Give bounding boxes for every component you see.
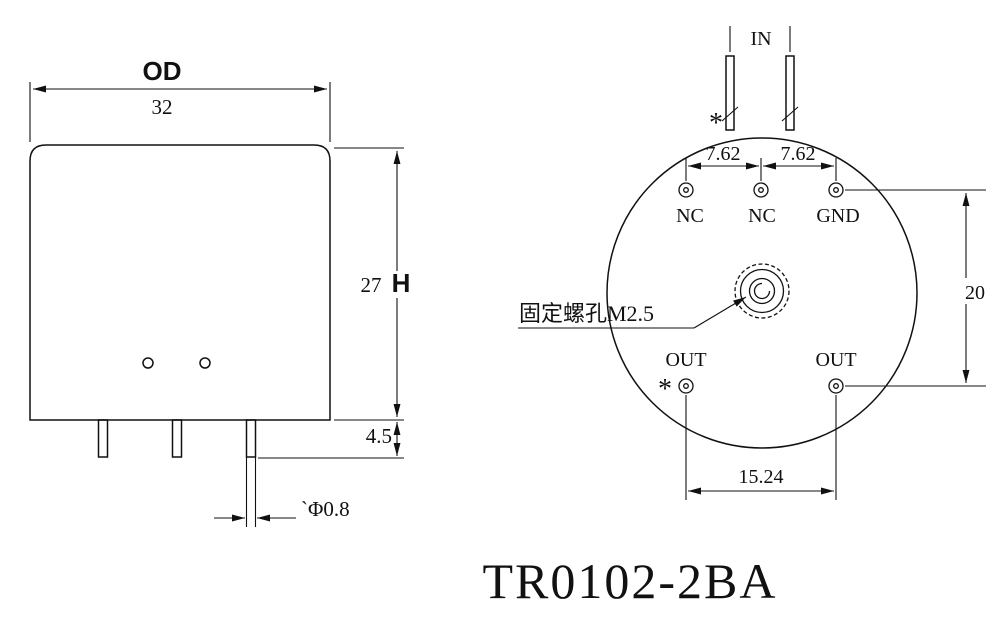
pin-break-line bbox=[721, 106, 739, 122]
star-bottom: * bbox=[658, 374, 672, 405]
mount-label: 固定螺孔M2.5 bbox=[519, 301, 654, 326]
pin-1 bbox=[97, 419, 109, 458]
label-out-left: OUT bbox=[665, 349, 706, 371]
pin-diameter-dimension bbox=[214, 457, 296, 527]
pin-diameter-value: `Φ0.8 bbox=[301, 497, 350, 521]
hole-out-left bbox=[678, 378, 694, 394]
pin-2 bbox=[171, 419, 183, 458]
hole-nc-center bbox=[753, 182, 769, 198]
row-pitch-value: 20 bbox=[965, 282, 985, 304]
height-label: H bbox=[392, 268, 411, 298]
bottom-view: 固定螺孔M2.5 IN * 7.62 7.62 NC NC GND OUT OU… bbox=[518, 26, 992, 500]
hole-gnd bbox=[828, 182, 844, 198]
body-hole-right bbox=[199, 357, 211, 369]
label-mask bbox=[388, 271, 414, 298]
pitch-right-value: 7.62 bbox=[781, 143, 816, 165]
od-dimension bbox=[29, 82, 331, 142]
hole-out-right bbox=[828, 378, 844, 394]
label-nc-left: NC bbox=[676, 205, 704, 227]
case-outline bbox=[606, 137, 918, 449]
width-value: 32 bbox=[152, 95, 173, 119]
mount-hole bbox=[734, 263, 790, 319]
star-top: * bbox=[709, 108, 723, 139]
body-outline bbox=[29, 144, 331, 421]
hole-nc-left bbox=[678, 182, 694, 198]
pin-length-value: 4.5 bbox=[366, 424, 392, 448]
mount-bore bbox=[748, 277, 776, 305]
body-hole-left bbox=[142, 357, 154, 369]
height-value: 27 bbox=[361, 273, 382, 297]
leader-arrow bbox=[693, 296, 747, 329]
mount-leader bbox=[518, 296, 747, 329]
mount-knurl bbox=[734, 263, 790, 319]
pin-break-line bbox=[781, 106, 799, 122]
mount-ring bbox=[739, 268, 785, 314]
in-label: IN bbox=[750, 28, 771, 50]
label-mask bbox=[958, 278, 992, 304]
pin-length-dimension bbox=[258, 419, 404, 459]
pitch-left-value: 7.62 bbox=[706, 143, 741, 165]
pin-3 bbox=[245, 419, 257, 458]
in-pin-right bbox=[785, 55, 795, 131]
thread-arc bbox=[753, 282, 771, 300]
in-pin-left bbox=[725, 55, 735, 131]
od-label: OD bbox=[143, 56, 182, 86]
out-pitch-value: 15.24 bbox=[739, 466, 784, 488]
label-gnd: GND bbox=[816, 205, 859, 227]
pitch-dimension bbox=[685, 158, 837, 181]
side-view: OD 32 27 H 4.5 `Φ0.8 bbox=[29, 56, 414, 527]
part-number-title: TR0102-2BA bbox=[483, 553, 778, 609]
label-nc-center: NC bbox=[748, 205, 776, 227]
label-out-right: OUT bbox=[815, 349, 856, 371]
out-pitch-dimension bbox=[685, 395, 837, 500]
